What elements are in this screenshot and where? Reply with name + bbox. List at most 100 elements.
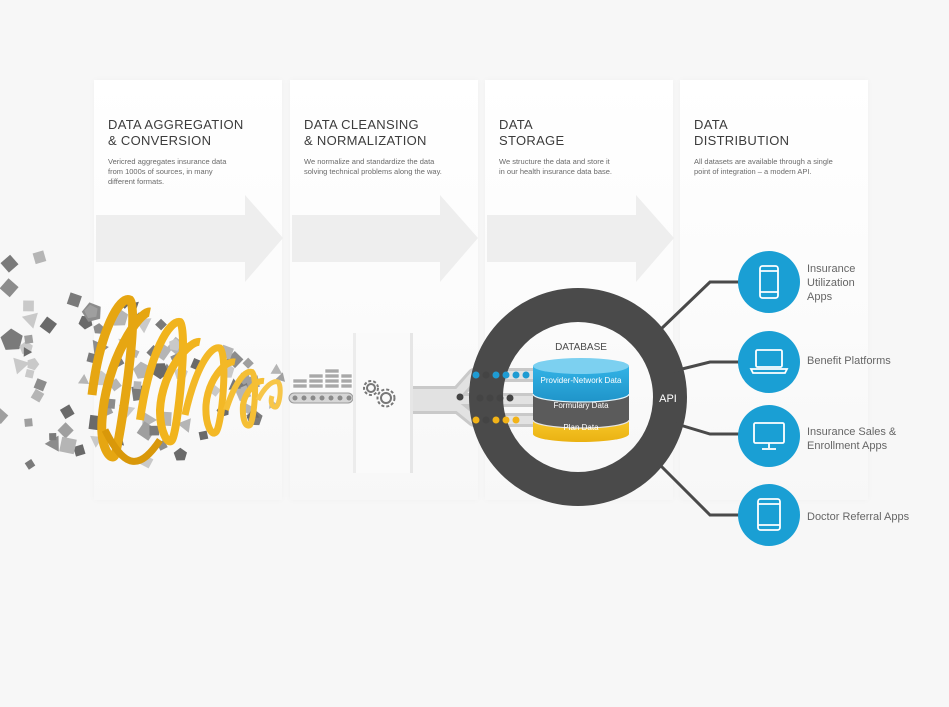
ribbon-coil <box>101 428 163 465</box>
bead <box>496 394 504 402</box>
data-chip <box>66 292 82 308</box>
data-chip <box>173 447 187 461</box>
stage-title-line: DATA <box>694 117 728 132</box>
connector-line <box>669 360 740 374</box>
app-node <box>738 405 800 467</box>
app-label-referral: Doctor Referral Apps <box>807 510 909 524</box>
data-chip <box>32 250 47 265</box>
app-node <box>738 331 800 393</box>
file-stacks <box>292 368 353 389</box>
bead <box>512 416 520 424</box>
file-stack <box>308 378 324 384</box>
conveyor-roller <box>319 395 325 401</box>
stage-description: Vericred aggregates insurance data from … <box>108 157 273 187</box>
db-layer-formulary <box>533 394 629 428</box>
connector-line <box>658 463 740 517</box>
stage-title-line: DATA CLEANSING <box>304 117 419 132</box>
connector-line <box>669 420 740 436</box>
app-node <box>738 484 800 546</box>
api-ring <box>469 288 687 506</box>
stage-description: All datasets are available through a sin… <box>694 157 859 177</box>
bead <box>472 371 480 379</box>
stage-description-line: Vericred aggregates insurance data <box>108 157 227 166</box>
api-label: API <box>659 393 677 405</box>
db-layer-provider <box>533 366 629 402</box>
stage-title-line: DATA <box>499 117 533 132</box>
data-chip <box>49 433 57 441</box>
data-chip <box>21 312 38 329</box>
data-chip <box>155 318 167 331</box>
smartphone-icon <box>759 265 779 299</box>
database-cylinder: DATABASE Provider-Network Data Formulary… <box>532 342 630 442</box>
ribbon-coil <box>136 318 201 446</box>
normalization-machine <box>353 333 413 473</box>
aggregation-ribbon <box>87 295 283 465</box>
stage-title-line: & CONVERSION <box>108 133 212 148</box>
data-chip <box>0 408 9 424</box>
conveyor-roller <box>337 395 343 401</box>
file-stack <box>308 373 324 379</box>
stage-description: We structure the data and store it in ou… <box>499 157 664 177</box>
data-chip <box>0 278 19 298</box>
api-connectors <box>658 280 740 517</box>
stage-description-line: different formats. <box>108 177 165 186</box>
bead <box>502 371 510 379</box>
data-chip <box>24 459 36 470</box>
data-chip <box>57 422 74 439</box>
laptop-icon <box>749 349 789 374</box>
conveyor-roller <box>328 395 334 401</box>
database-title: DATABASE <box>555 342 607 353</box>
app-label-line: Insurance Sales & <box>807 426 897 438</box>
db-layer-label: Provider-Network Data <box>541 376 622 385</box>
data-chip <box>59 436 77 455</box>
stage-title: DATA CLEANSING & NORMALIZATION <box>304 117 474 149</box>
db-seam <box>532 393 630 403</box>
stage-title-line: DATA AGGREGATION <box>108 117 244 132</box>
tablet-icon <box>757 498 781 531</box>
data-chip <box>13 357 30 375</box>
file-stack <box>324 383 340 389</box>
app-label-benefit: Benefit Platforms <box>807 354 891 368</box>
file-stack <box>340 373 353 379</box>
bead <box>486 394 494 402</box>
stage-description-line: solving technical problems along the way… <box>304 167 442 176</box>
data-chip <box>30 388 45 403</box>
bead <box>476 394 484 402</box>
data-chip <box>133 381 142 390</box>
stage-title-line: & NORMALIZATION <box>304 133 427 148</box>
machine-edge <box>410 333 413 473</box>
db-top <box>533 358 629 374</box>
stage-title-line: DISTRIBUTION <box>694 133 790 148</box>
stage-title: DATA DISTRIBUTION <box>694 117 864 149</box>
conveyor-belt <box>288 368 354 404</box>
file-stack <box>292 383 308 389</box>
file-stack <box>324 368 340 374</box>
conveyor-roller <box>301 395 307 401</box>
data-chip <box>39 316 57 334</box>
db-seam <box>532 419 630 429</box>
file-stack <box>292 378 308 384</box>
stage-description-line: from 1000s of sources, in many <box>108 167 213 176</box>
data-chip <box>198 430 209 441</box>
ribbon-coil <box>181 344 236 437</box>
data-chip <box>24 334 34 344</box>
stage-description-line: point of integration – a modern API. <box>694 167 812 176</box>
app-label-utilization: Insurance Utilization Apps <box>807 262 855 304</box>
stage-description-line: All datasets are available through a sin… <box>694 157 833 166</box>
app-label-line: Doctor Referral Apps <box>807 511 910 523</box>
app-nodes <box>738 251 800 546</box>
data-chip <box>242 357 254 369</box>
data-chip <box>27 358 40 371</box>
flow-arrow <box>487 195 674 282</box>
data-chip <box>33 378 47 392</box>
stage-title-line: STORAGE <box>499 133 565 148</box>
data-chip <box>149 425 160 436</box>
ribbon-coil <box>223 368 265 429</box>
bead <box>492 371 500 379</box>
bead <box>522 371 530 379</box>
machine-edge <box>353 333 356 473</box>
file-stack <box>324 378 340 384</box>
file-stack <box>340 378 353 384</box>
conveyor-roller <box>310 395 316 401</box>
